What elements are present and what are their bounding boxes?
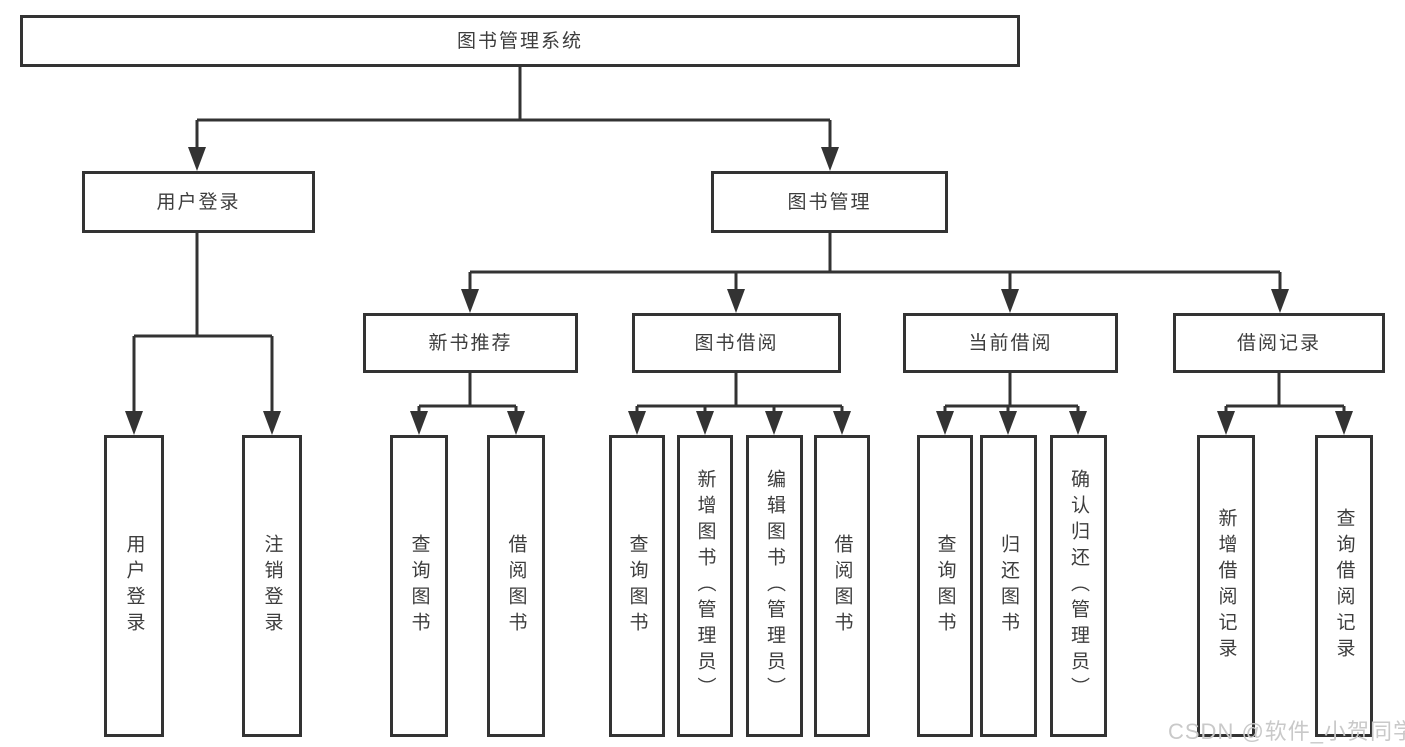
leaf-logout: 注销登录: [242, 435, 302, 737]
leaf-query-books-recommend: 查询图书: [390, 435, 448, 737]
leaf-add-books-admin: 新增图书（管理员）: [677, 435, 733, 737]
leaf-borrow-books: 借阅图书: [814, 435, 870, 737]
node-book-borrowing: 图书借阅: [632, 313, 841, 373]
node-user-login: 用户登录: [82, 171, 315, 233]
leaf-edit-books-admin: 编辑图书（管理员）: [746, 435, 803, 737]
node-book-management: 图书管理: [711, 171, 948, 233]
node-borrowing-records: 借阅记录: [1173, 313, 1385, 373]
csdn-watermark: CSDN @软件_小贺同学: [1168, 719, 1405, 744]
leaf-add-borrow-record: 新增借阅记录: [1197, 435, 1255, 737]
leaf-query-books-current: 查询图书: [917, 435, 973, 737]
node-library-management-system: 图书管理系统: [20, 15, 1020, 67]
leaf-confirm-return-admin: 确认归还（管理员）: [1050, 435, 1107, 737]
leaf-return-books: 归还图书: [980, 435, 1037, 737]
leaf-query-borrow-record: 查询借阅记录: [1315, 435, 1373, 737]
node-new-book-recommend: 新书推荐: [363, 313, 578, 373]
leaf-borrow-books-recommend: 借阅图书: [487, 435, 545, 737]
leaf-user-login: 用户登录: [104, 435, 164, 737]
node-current-borrowing: 当前借阅: [903, 313, 1118, 373]
arrowheads: [125, 147, 1353, 435]
leaf-query-books-borrow: 查询图书: [609, 435, 665, 737]
